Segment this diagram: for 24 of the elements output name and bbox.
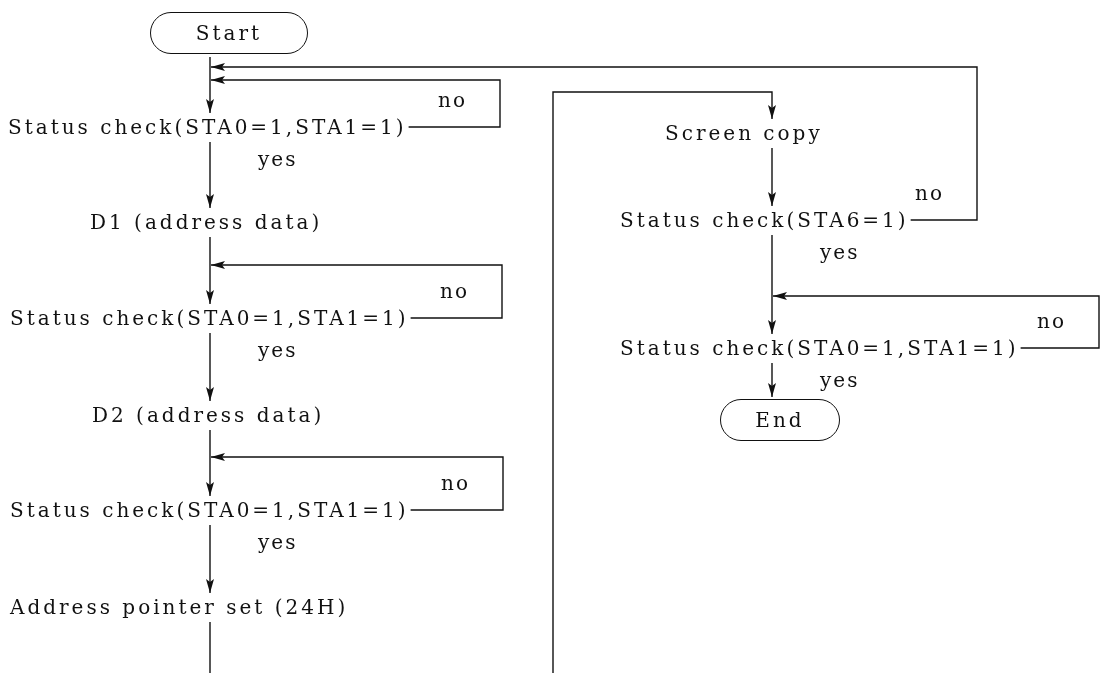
process-step: Status check(STA0=1,STA1=1)	[8, 115, 407, 139]
process-step: D2 (address data)	[92, 403, 325, 427]
arrow	[206, 524, 214, 594]
process-step: D1 (address data)	[90, 210, 323, 234]
arrow	[768, 362, 776, 398]
arrow	[210, 63, 978, 221]
arrow	[206, 141, 214, 209]
process-step: Status check(STA0=1,STA1=1)	[620, 336, 1019, 360]
process-step: Status check(STA0=1,STA1=1)	[10, 498, 409, 522]
arrow	[206, 429, 214, 497]
arrow	[210, 76, 501, 128]
arrow	[206, 236, 214, 305]
arrow	[552, 91, 776, 674]
arrow	[206, 332, 214, 402]
arrow	[210, 261, 503, 319]
arrow	[768, 234, 776, 335]
arrow	[206, 56, 214, 114]
arrow	[768, 147, 776, 207]
process-step: Address pointer set (24H)	[10, 595, 349, 619]
arrow	[210, 453, 504, 511]
arrow	[772, 292, 1100, 349]
process-step: Screen copy	[665, 121, 823, 145]
process-step: Status check(STA0=1,STA1=1)	[10, 306, 409, 330]
process-step: Status check(STA6=1)	[620, 208, 909, 232]
